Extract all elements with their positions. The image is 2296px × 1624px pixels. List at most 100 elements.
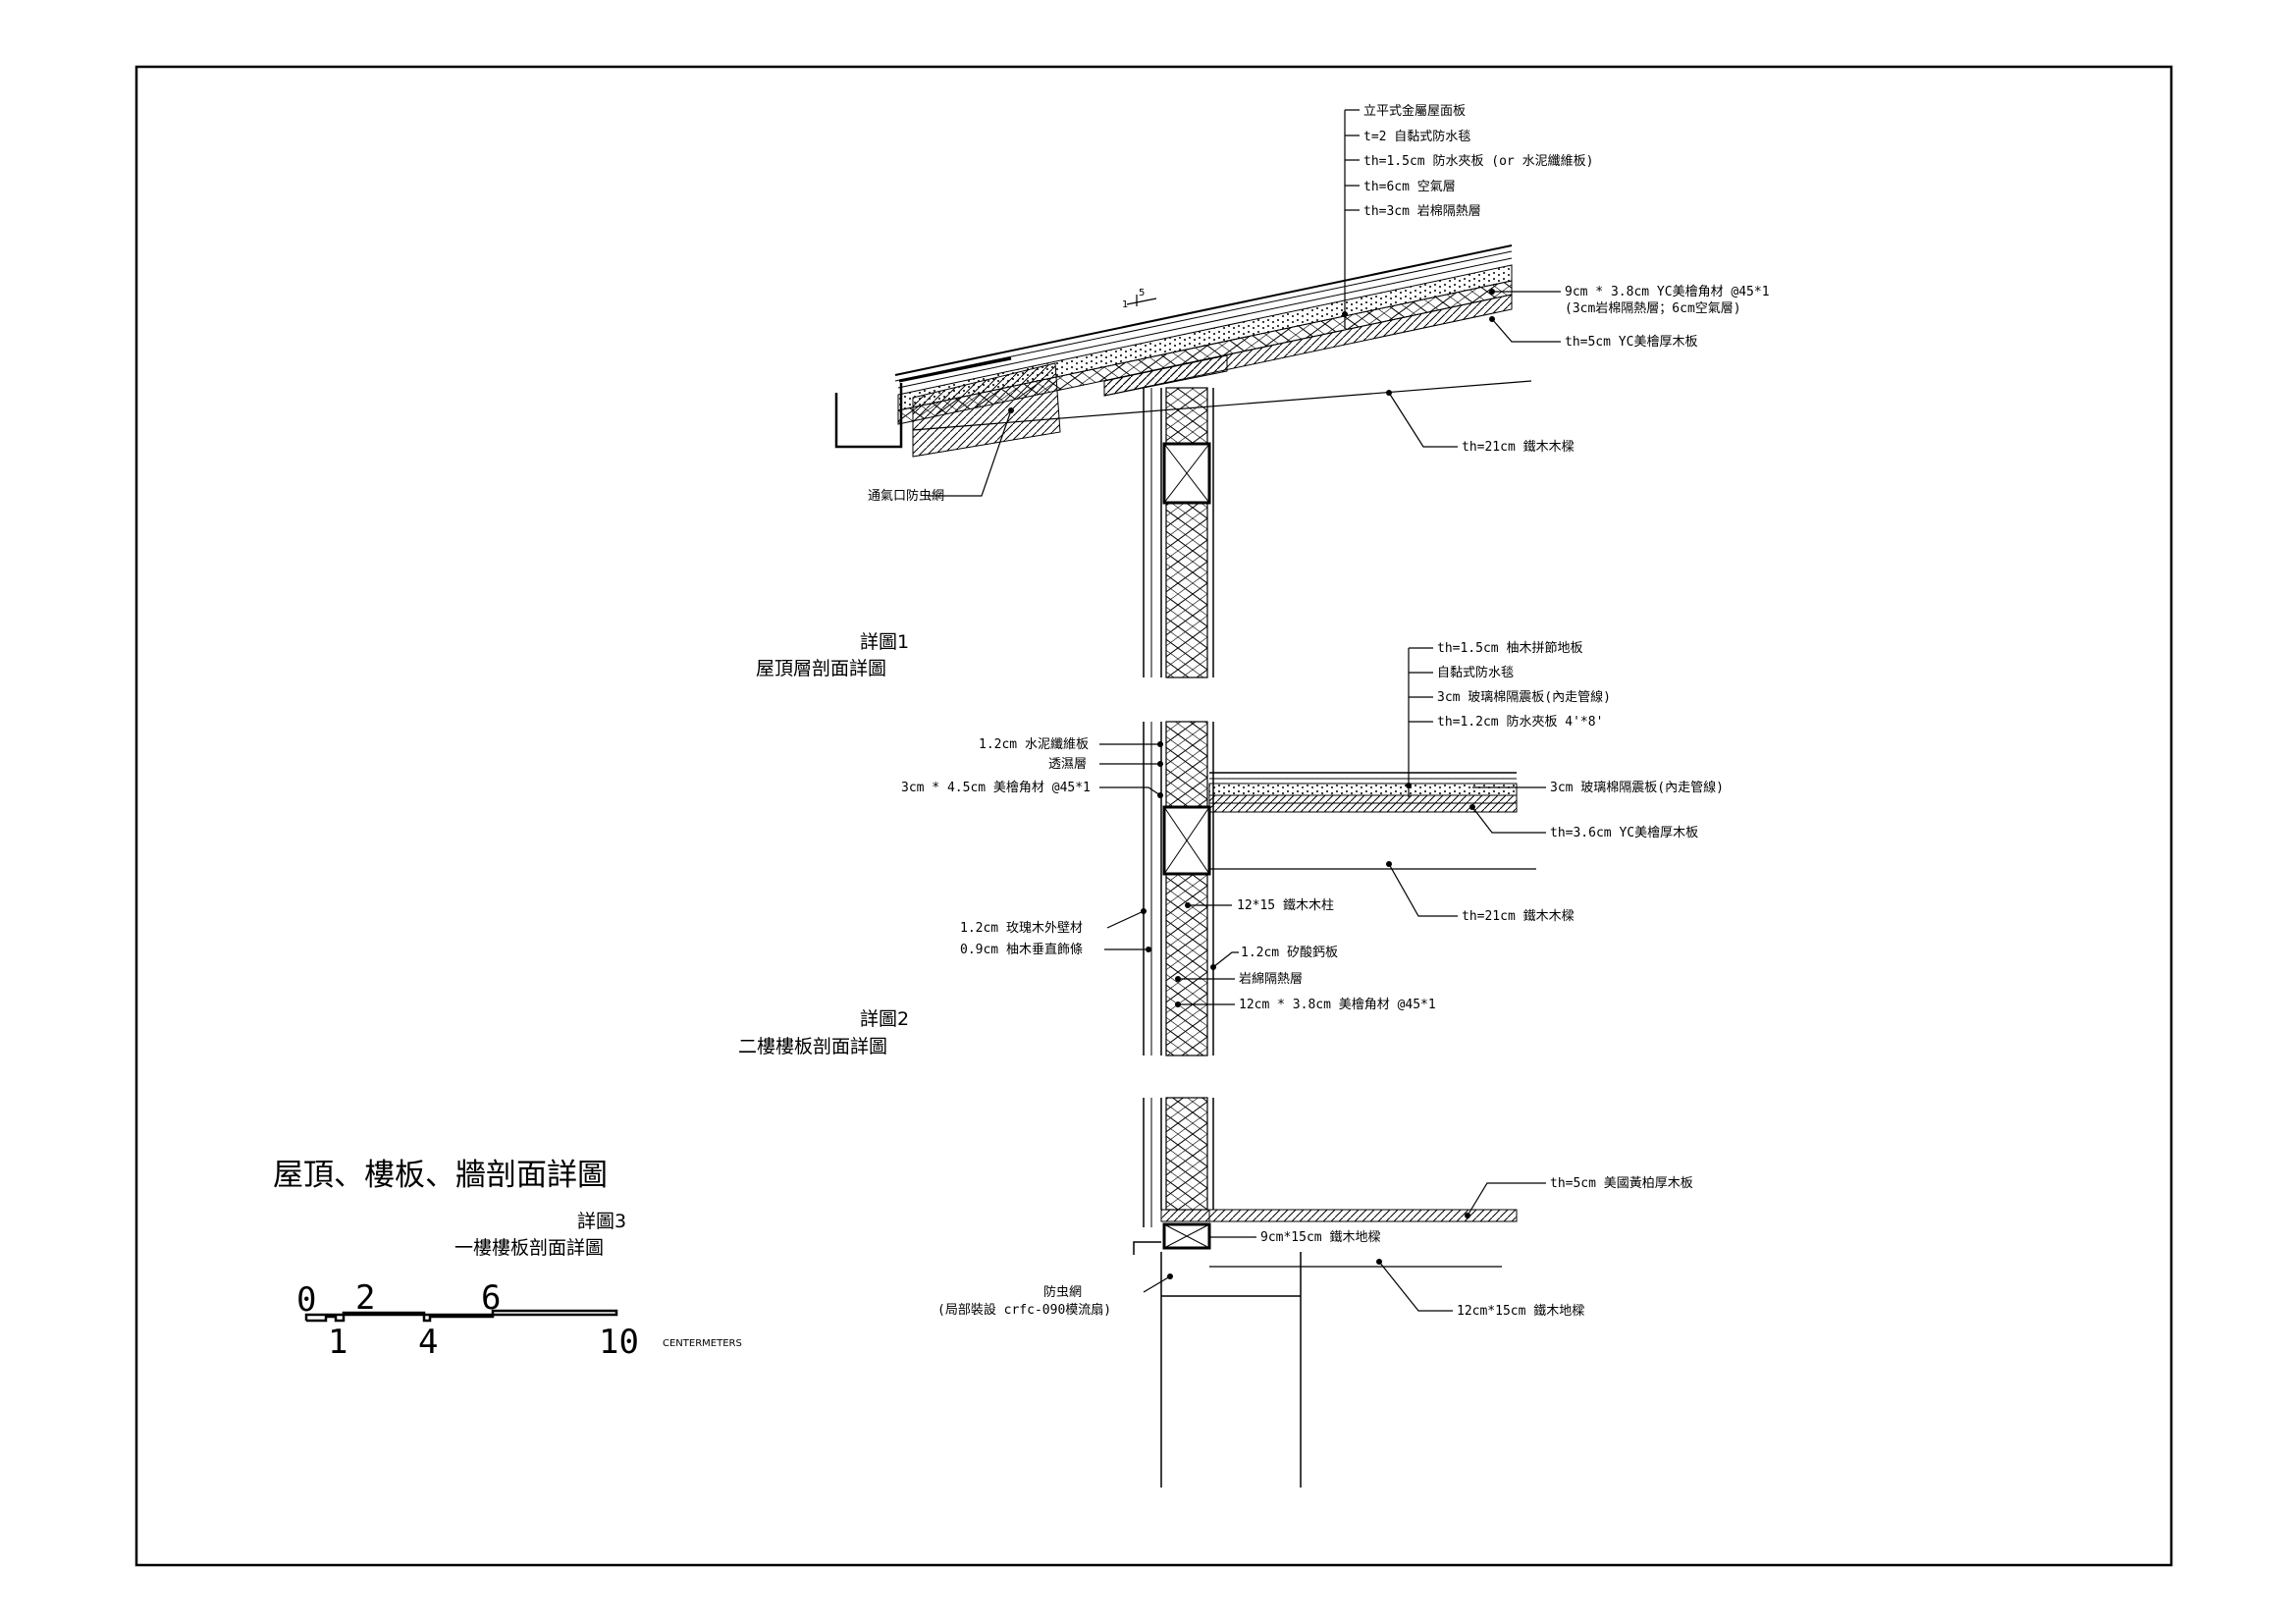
roof-label-2: t=2 自黏式防水毯 <box>1363 129 1470 144</box>
roof-label-5: th=3cm 岩棉隔熱層 <box>1363 204 1481 219</box>
deck-leader <box>1491 318 1561 343</box>
detail-2-number: 詳圖2 <box>860 1008 909 1030</box>
f1-mesh-note: (局部裝設 crfc-090模流扇) <box>937 1302 1111 1318</box>
scale-bar-line <box>304 1309 618 1323</box>
f1-joist-label: 9cm*15cm 鐵木地樑 <box>1260 1229 1380 1245</box>
f2-label-1: th=1.5cm 柚木拼節地板 <box>1437 641 1582 656</box>
f2-beam-label: th=21cm 鐵木木樑 <box>1462 908 1575 924</box>
roof-wall-beam-x2 <box>1163 443 1210 504</box>
f2-beam-dot <box>1386 861 1392 867</box>
vent-dot <box>1008 407 1014 413</box>
f1-joist-x2 <box>1163 1223 1210 1249</box>
f2-glasswool <box>1208 783 1518 796</box>
scale-bar: 0 2 6 1 4 10 CENTERMETERS <box>296 1278 742 1362</box>
f2-label-2: 自黏式防水毯 <box>1437 665 1514 680</box>
wall-leader-3 <box>1099 786 1161 796</box>
rafter-label: th=21cm 鐵木木樑 <box>1462 439 1575 455</box>
f2-label-4: th=1.2cm 防水夾板 4'*8' <box>1437 714 1603 730</box>
wall-dot-1 <box>1157 741 1163 747</box>
f2-leader-dot <box>1406 783 1412 788</box>
slope-symbol <box>1126 295 1157 306</box>
f1-deck-dot <box>1465 1213 1470 1218</box>
f2-leader-stack <box>1408 647 1433 797</box>
slope-run: 1 <box>1122 299 1128 310</box>
f2-beam-leader <box>1388 863 1458 917</box>
roof-wall-insulation <box>1165 387 1208 678</box>
roof-plywood <box>897 257 1513 389</box>
f2-stud-label: 12cm * 3.8cm 美檜角材 @45*1 <box>1239 997 1436 1012</box>
detail-1-number: 詳圖1 <box>860 631 909 653</box>
wall-dot-4 <box>1141 908 1147 914</box>
batten-label: 9cm * 3.8cm YC美檜角材 @45*1 <box>1565 284 1770 299</box>
eave-wall-plate <box>1103 354 1228 397</box>
vent-leader <box>928 409 1012 497</box>
f1-beam-label: 12cm*15cm 鐵木地樑 <box>1457 1303 1584 1319</box>
f2-deck-board <box>1208 802 1518 813</box>
roof-label-3: th=1.5cm 防水夾板 (or 水泥纖維板) <box>1363 153 1593 169</box>
batten-dot <box>1489 289 1495 295</box>
detail-3-first-floor: th=5cm 美國黃柏厚木板 9cm*15cm 鐵木地樑 12cm*15cm 鐵… <box>454 1097 1693 1488</box>
f2-insul-label: 岩綿隔熱層 <box>1239 972 1303 987</box>
roof-label-1: 立平式金屬屋面板 <box>1363 103 1466 119</box>
f2-calcium-dot <box>1210 964 1216 970</box>
f2-board-dot <box>1469 804 1475 810</box>
eave-flashing <box>898 356 1012 383</box>
detail-3-number: 詳圖3 <box>577 1211 626 1232</box>
f2-wall-insulation <box>1165 721 1208 1056</box>
wall-label-2: 透濕層 <box>1048 757 1087 772</box>
f1-deck-leader <box>1467 1182 1546 1217</box>
roof-leader-stack <box>1344 109 1360 329</box>
eave-soffit <box>912 362 1061 458</box>
f1-wall-insulation <box>1165 1097 1208 1211</box>
f1-mesh-dot <box>1167 1273 1173 1279</box>
f2-post-x2 <box>1163 806 1210 875</box>
f1-mesh-label: 防虫網 <box>1043 1284 1082 1300</box>
deck-dot <box>1489 316 1495 322</box>
scale-tick-4: 4 <box>418 1323 438 1362</box>
roof-label-4: th=6cm 空氣層 <box>1363 180 1456 194</box>
roof-waterproof <box>894 250 1513 382</box>
vent-label: 通氣口防虫網 <box>868 488 944 504</box>
f2-insul-dot <box>1175 976 1181 982</box>
f2-post-label: 12*15 鐵木木柱 <box>1237 897 1334 913</box>
f2-plywood <box>1208 794 1518 804</box>
f2-board-label: th=3.6cm YC美檜厚木板 <box>1550 825 1698 840</box>
f1-deck-label: th=5cm 美國黃柏厚木板 <box>1550 1176 1693 1191</box>
f1-foundation-pier <box>1160 1252 1302 1488</box>
wall-leader-4 <box>1106 910 1145 929</box>
f1-beam-dot <box>1376 1259 1382 1265</box>
wall-dot-3 <box>1157 792 1163 798</box>
roof-gutter <box>834 383 903 449</box>
wall-label-5: 0.9cm 柚木垂直飾條 <box>960 943 1083 957</box>
roof-leader-dot <box>1342 311 1348 317</box>
wall-label-3: 3cm * 4.5cm 美檜角材 @45*1 <box>901 780 1091 795</box>
f1-mesh-leader <box>1143 1275 1171 1293</box>
wall-label-4: 1.2cm 玫瑰木外壁材 <box>960 920 1083 936</box>
f1-beam-leader <box>1378 1261 1453 1312</box>
f2-stud-dot <box>1175 1001 1181 1007</box>
f1-sill <box>1160 1209 1210 1222</box>
slope-rise: 5 <box>1139 288 1145 298</box>
wall-label-1: 1.2cm 水泥纖維板 <box>979 737 1089 752</box>
scale-tick-2: 2 <box>355 1278 375 1318</box>
batten-note: (3cm岩棉隔熱層；6cm空氣層) <box>1565 301 1741 316</box>
f2-board-leader <box>1471 806 1546 834</box>
detail-1-caption: 屋頂層剖面詳圖 <box>756 658 886 679</box>
detail-2-second-floor: th=1.5cm 柚木拼節地板 自黏式防水毯 3cm 玻璃棉隔震板(內走管線) … <box>738 641 1724 1057</box>
scale-tick-10: 10 <box>599 1323 639 1362</box>
detail-1-roof: 5 1 立平式金屬屋面板 t=2 自黏式防水毯 th=1.5cm 防水夾板 (o… <box>756 103 1770 679</box>
detail-3-caption: 一樓樓板剖面詳圖 <box>454 1237 604 1259</box>
scale-tick-0: 0 <box>296 1280 316 1320</box>
f1-mesh-flashing <box>1133 1241 1161 1255</box>
wall-dot-2 <box>1157 761 1163 767</box>
rafter-dot <box>1386 390 1392 396</box>
wall-dot-5 <box>1146 947 1151 952</box>
rafter-leader <box>1388 392 1458 448</box>
f2-label-3: 3cm 玻璃棉隔震板(內走管線) <box>1437 689 1611 705</box>
detail-2-caption: 二樓樓板剖面詳圖 <box>738 1036 887 1057</box>
scale-unit: CENTERMETERS <box>663 1338 742 1349</box>
deck-label: th=5cm YC美檜厚木板 <box>1565 334 1697 350</box>
scale-tick-1: 1 <box>328 1323 347 1362</box>
sheet-border <box>134 65 2173 1567</box>
